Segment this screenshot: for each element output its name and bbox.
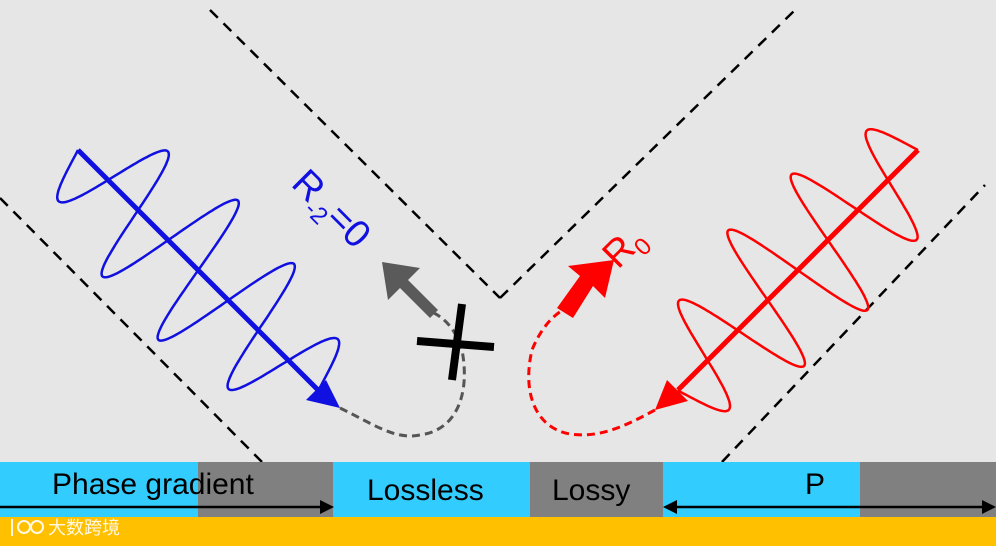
- watermark-text: 大数跨境: [48, 518, 120, 539]
- lossy-segment-main: [530, 462, 663, 517]
- incident-arrowhead-icon: [306, 380, 340, 408]
- arrow-left-icon: [663, 500, 677, 514]
- lossy-segment: [860, 462, 996, 517]
- arrow-right-icon: [320, 500, 334, 514]
- reflected-beam-inner-edge: [499, 9, 796, 299]
- period-arrow: [663, 500, 996, 514]
- logo-icon: [11, 519, 44, 536]
- blocked-coupling-path: [339, 310, 466, 438]
- incident-wave: [55, 148, 341, 408]
- reflected-arrowhead-icon: [655, 380, 688, 410]
- watermark: 大数跨境: [11, 518, 120, 539]
- blocked-order-arrow-icon: [382, 262, 438, 318]
- reflected-order-arrow-icon: [557, 260, 614, 318]
- substrate: [0, 517, 996, 546]
- cross-icon: [416, 303, 495, 381]
- phase-gradient-label: Phase gradient: [52, 468, 254, 501]
- beam-boundaries: [0, 9, 986, 463]
- lossy-label: Lossy: [552, 474, 630, 507]
- lossless-segment-main: [333, 462, 530, 517]
- lossless-label: Lossless: [367, 474, 484, 507]
- reflected-wave: [655, 127, 920, 413]
- phase-gradient-arrow: [0, 500, 334, 514]
- reflected-beam-outer-edge: [721, 184, 986, 463]
- reflected-wave-axis: [676, 148, 920, 392]
- period-label: P: [805, 468, 825, 501]
- lossless-segment: [663, 462, 860, 517]
- arrow-right-icon: [982, 500, 996, 514]
- incident-beam-outer-edge: [0, 197, 263, 463]
- incident-wave-axis: [76, 148, 320, 392]
